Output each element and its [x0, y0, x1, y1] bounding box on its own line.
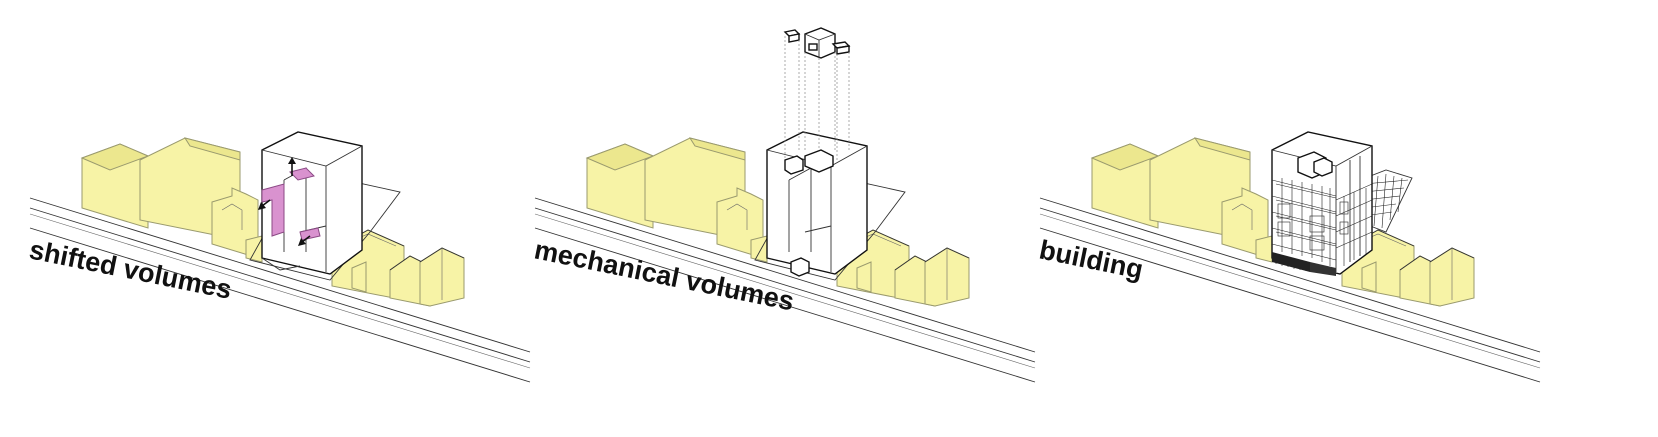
- shift-face-top: [289, 167, 315, 181]
- arrow-up-icon: [288, 157, 296, 176]
- arrow-down-left-icon: [298, 235, 311, 246]
- arrow-left-icon: [258, 199, 271, 210]
- panel-mechanical-volumes: mechanical volumes: [532, 27, 1036, 383]
- panel-title-building: building: [1037, 234, 1146, 284]
- panel-building: building: [1037, 131, 1541, 383]
- panel-shifted-volumes: shifted volumes: [27, 131, 531, 383]
- shift-face-left: [261, 183, 285, 237]
- shift-face-lower: [299, 227, 321, 241]
- mechanical-box-left: [783, 29, 801, 43]
- ground-floor-dark: [1272, 252, 1310, 272]
- entrance-canopy: [1310, 262, 1336, 276]
- facade-grid: [1271, 178, 1373, 266]
- mechanical-box-center: [804, 27, 836, 59]
